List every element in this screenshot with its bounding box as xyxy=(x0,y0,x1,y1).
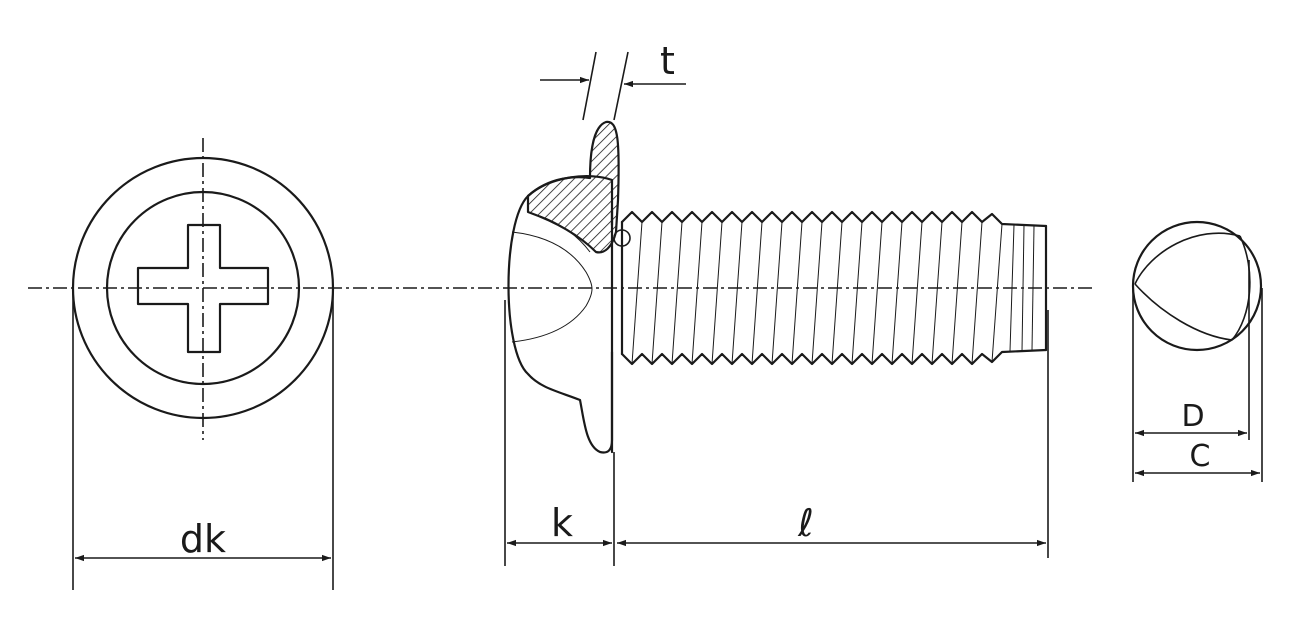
tip-circle xyxy=(1131,220,1263,352)
flange-outline xyxy=(71,156,335,420)
dimension-label-c: C xyxy=(1190,439,1211,474)
dimension-label-l: ℓ xyxy=(797,501,814,545)
dimension-label-k: k xyxy=(551,501,573,545)
flange-section-hatch xyxy=(526,120,620,254)
side-view: t k ℓ xyxy=(504,39,1049,566)
phillips-recess xyxy=(136,223,270,354)
thread-top-profile xyxy=(620,210,1048,228)
thread-bottom-profile xyxy=(620,348,1048,366)
dimension-label-dk: dk xyxy=(180,517,226,561)
thread-crest-lines xyxy=(631,221,1035,365)
dimension-label-d: D xyxy=(1181,399,1204,434)
recess-curve xyxy=(511,231,593,343)
end-view: D C xyxy=(1131,220,1263,482)
trilobular-arc-1 xyxy=(1134,232,1241,285)
trilobular-arc-3 xyxy=(1134,283,1233,341)
top-view: dk xyxy=(71,138,335,590)
dimension-label-t: t xyxy=(660,39,675,83)
head-outline xyxy=(105,190,301,386)
extension-line-t-right xyxy=(613,51,629,121)
extension-line-t-left xyxy=(582,51,597,121)
